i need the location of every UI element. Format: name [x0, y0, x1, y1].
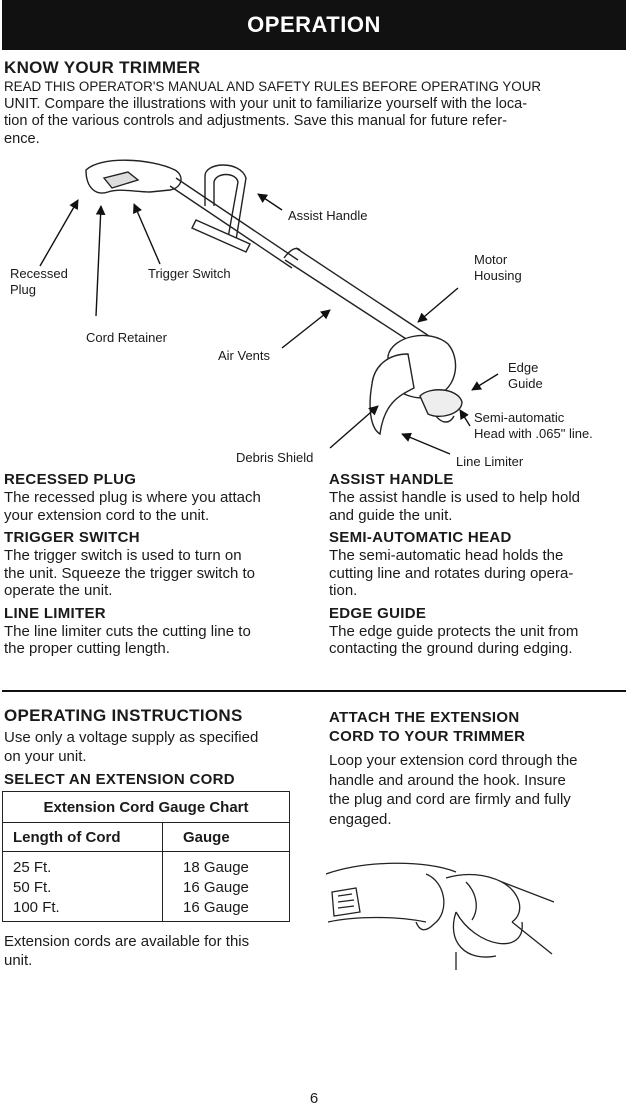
- label-assist-handle: Assist Handle: [288, 208, 368, 223]
- extension-cord-note: Extension cords are available for this u…: [4, 932, 302, 970]
- gauge-chart-table: Extension Cord Gauge Chart Length of Cor…: [2, 791, 290, 922]
- label-recessed-plug: Recessed Plug: [10, 266, 68, 297]
- intro-paragraph: READ THIS OPERATOR'S MANUAL AND SAFETY R…: [4, 78, 622, 148]
- attach-line: Loop your extension cord through the: [329, 752, 578, 769]
- attach-line: engaged.: [329, 810, 392, 828]
- cord-attach-illustration: [326, 862, 555, 970]
- attach-paragraph: Loop your extension cord through the han…: [329, 751, 625, 829]
- note-line: Extension cords are available for this: [4, 933, 250, 950]
- cell-length: 100 Ft.: [13, 899, 60, 916]
- feature-description: The line limiter cuts the cutting line t…: [4, 622, 251, 658]
- intro-line: ence.: [4, 130, 40, 147]
- feature-title: TRIGGER SWITCH: [4, 529, 140, 546]
- label-trigger-switch: Trigger Switch: [148, 266, 231, 281]
- page-number: 6: [309, 1090, 319, 1107]
- feature-title: LINE LIMITER: [4, 604, 106, 622]
- label-motor-housing: Motor Housing: [474, 252, 522, 283]
- attach-line: the plug and cord are firmly and fully: [329, 791, 571, 808]
- attach-line: handle and around the hook. Insure: [329, 771, 566, 789]
- cell-gauge: 16 Gauge: [183, 899, 249, 916]
- operating-line: Use only a voltage supply as specified: [4, 729, 259, 746]
- intro-line: tion of the various controls and adjustm…: [4, 113, 507, 129]
- gauge-chart-body: 25 Ft. 50 Ft. 100 Ft. 18 Gauge 16 Gauge …: [3, 852, 289, 922]
- feature-title: EDGE GUIDE: [329, 604, 427, 622]
- section-divider: [2, 690, 626, 692]
- gauge-chart-header: Length of Cord Gauge: [3, 823, 289, 852]
- label-debris-shield: Debris Shield: [236, 450, 314, 465]
- attach-title-line: CORD TO YOUR TRIMMER: [329, 728, 526, 745]
- column-header-length: Length of Cord: [3, 823, 163, 851]
- trimmer-diagram: Recessed Plug Trigger Switch Cord Retain…: [0, 148, 628, 470]
- features-left-column: RECESSED PLUG The recessed plug is where…: [4, 470, 302, 662]
- cell-gauge: 16 Gauge: [183, 879, 249, 896]
- cell-length: 50 Ft.: [13, 879, 52, 896]
- cell-length: 25 Ft.: [13, 859, 52, 876]
- know-trimmer-title: KNOW YOUR TRIMMER: [4, 58, 201, 77]
- feature-title: SEMI-AUTOMATIC HEAD: [329, 529, 512, 546]
- feature-title: RECESSED PLUG: [4, 471, 137, 488]
- note-line: unit.: [4, 952, 33, 969]
- operating-paragraph: Use only a voltage supply as specified o…: [4, 728, 302, 766]
- label-edge-guide: Edge Guide: [508, 360, 543, 391]
- attach-cord-section: ATTACH THE EXTENSION CORD TO YOUR TRIMME…: [329, 708, 625, 829]
- intro-line: UNIT. Compare the illustrations with you…: [4, 95, 528, 112]
- label-line-limiter: Line Limiter: [456, 454, 524, 469]
- trimmer-illustration: [39, 159, 499, 455]
- cell-gauge: 18 Gauge: [183, 859, 249, 876]
- operating-line: on your unit.: [4, 748, 87, 765]
- intro-line: READ THIS OPERATOR'S MANUAL AND SAFETY R…: [4, 79, 542, 94]
- operating-instructions-title: OPERATING INSTRUCTIONS: [4, 706, 243, 725]
- features-right-column: ASSIST HANDLE The assist handle is used …: [329, 470, 625, 662]
- attach-title-line: ATTACH THE EXTENSION: [329, 709, 520, 726]
- label-air-vents: Air Vents: [218, 348, 271, 363]
- feature-title: ASSIST HANDLE: [329, 471, 454, 488]
- gauge-chart-title: Extension Cord Gauge Chart: [3, 792, 289, 823]
- label-cord-retainer: Cord Retainer: [86, 330, 167, 345]
- section-banner: OPERATION: [2, 0, 626, 50]
- label-semi-automatic-head: Semi-automatic Head with .065" line.: [474, 410, 593, 441]
- column-header-gauge: Gauge: [183, 828, 230, 846]
- select-cord-title: SELECT AN EXTENSION CORD: [4, 771, 235, 788]
